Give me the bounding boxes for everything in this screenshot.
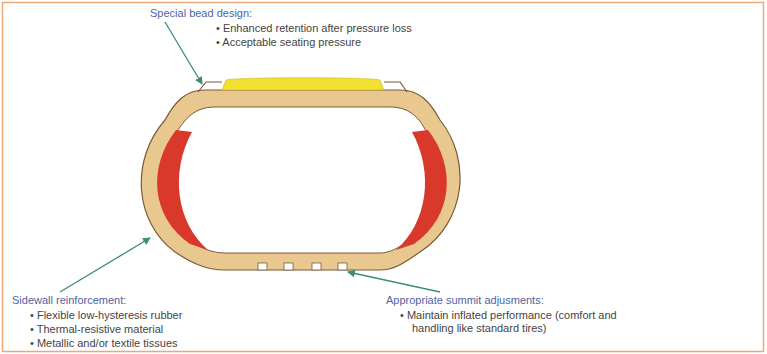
leader-line — [165, 22, 202, 84]
rim-fill — [222, 78, 384, 90]
tire-casing — [141, 90, 460, 270]
frame — [3, 3, 764, 352]
callout-heading: Sidewall reinforcement: — [12, 294, 126, 307]
bead — [198, 82, 407, 92]
callout-bullet: • Metallic and/or textile tissues — [30, 337, 178, 350]
callout-bullet: • Acceptable seating pressure — [216, 36, 361, 49]
callout-bullet: • Enhanced retention after pressure loss — [216, 22, 412, 35]
callout-heading: Appropriate summit adjusments: — [386, 294, 544, 307]
callout-heading: Special bead design: — [150, 7, 252, 20]
callout-bullet: • Flexible low-hysteresis rubber — [30, 309, 182, 322]
sidewall-insert — [396, 130, 447, 250]
leader-line — [60, 238, 150, 292]
tire-cavity — [160, 107, 441, 253]
sidewall-insert — [157, 130, 208, 250]
tread-grooves — [258, 263, 347, 270]
callout-bullet: • Thermal-resistive material — [30, 323, 163, 336]
leader-line — [348, 272, 440, 292]
callout-bullet: • Maintain inflated performance (comfort… — [400, 309, 632, 335]
